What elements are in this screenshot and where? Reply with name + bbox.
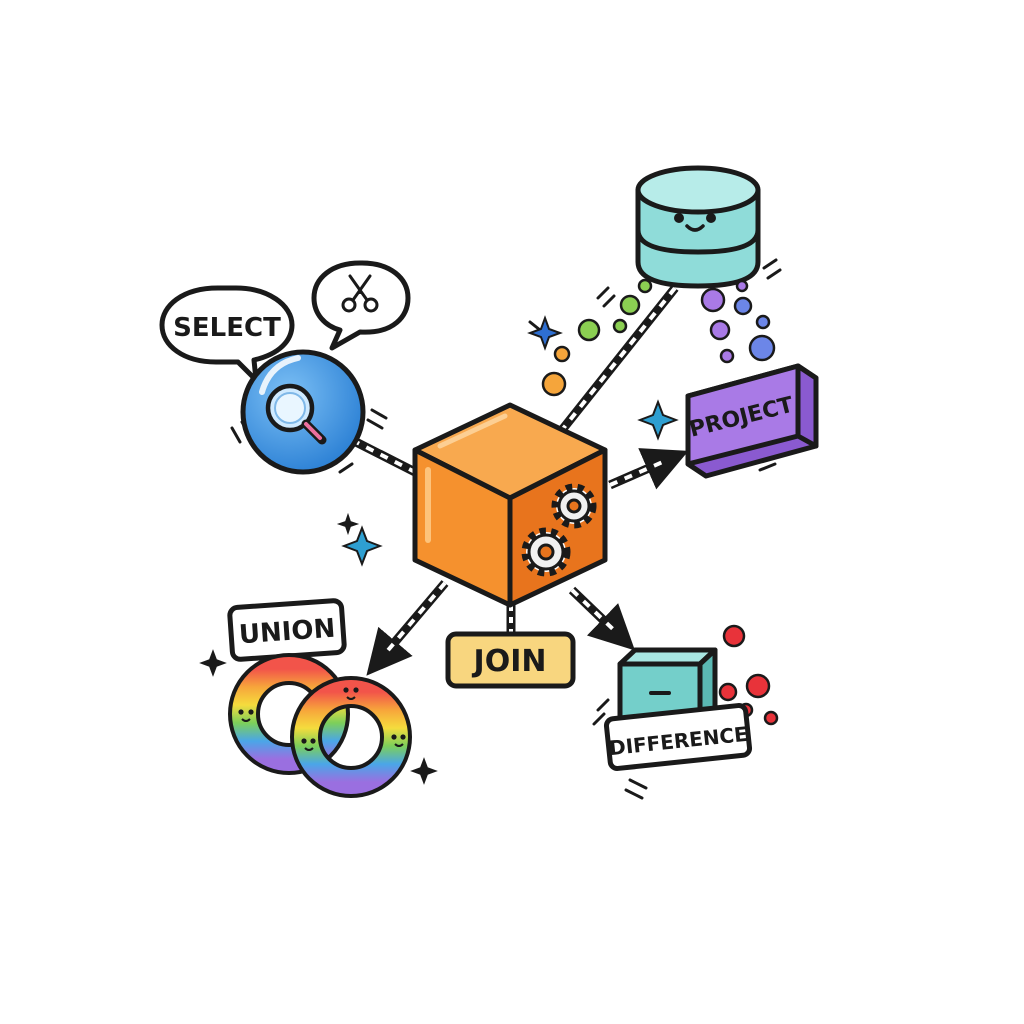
join-label: JOIN — [472, 644, 547, 679]
magnifier-icon — [265, 383, 327, 445]
project-block[interactable]: PROJECT — [685, 363, 819, 479]
select-label: SELECT — [173, 313, 281, 343]
smiley-face-icon — [674, 213, 716, 232]
sparkle-icon — [199, 315, 679, 785]
connector-lines — [349, 285, 689, 676]
union-tag: UNION — [227, 598, 347, 662]
gear-icon — [521, 527, 571, 577]
select-speech-bubble: SELECT — [159, 285, 295, 383]
scissors-icon — [341, 274, 379, 313]
green-bubbles — [541, 278, 653, 397]
scissors-speech-bubble — [311, 260, 411, 351]
purple-bubbles — [700, 279, 776, 364]
union-rings[interactable] — [228, 653, 412, 798]
select-sphere[interactable] — [240, 349, 366, 475]
smiley-face-icon — [238, 687, 406, 751]
join-tag[interactable]: JOIN — [445, 631, 576, 689]
difference-tag: DIFFERENCE — [603, 703, 753, 771]
union-label: UNION — [238, 614, 336, 651]
join-cube[interactable] — [412, 402, 608, 608]
database-cylinder[interactable] — [635, 165, 761, 289]
gear-icon — [551, 483, 597, 529]
